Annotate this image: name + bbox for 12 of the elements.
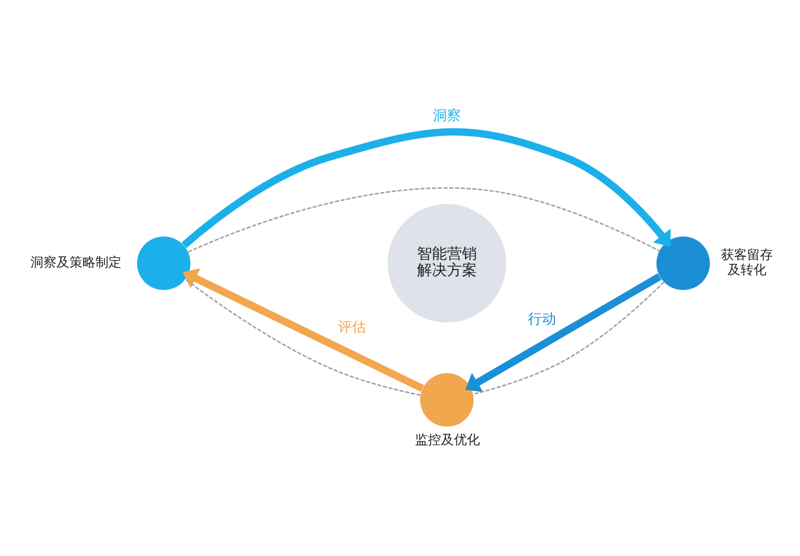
node-circle: 智能营销解决方案 xyxy=(388,204,506,322)
node-label: 监控及优化 xyxy=(414,432,480,448)
edge-label: 行动 xyxy=(528,310,556,327)
edge-label: 洞察 xyxy=(432,108,461,124)
node-label: 洞察及策略制定 xyxy=(30,254,122,270)
arrow xyxy=(182,128,671,248)
node-label: 获客留存及转化 xyxy=(721,247,774,278)
edge-label: 评估 xyxy=(338,319,366,336)
node-circle xyxy=(420,372,474,426)
node-circle xyxy=(137,236,191,290)
node-circle xyxy=(656,236,710,290)
connector xyxy=(188,186,660,252)
